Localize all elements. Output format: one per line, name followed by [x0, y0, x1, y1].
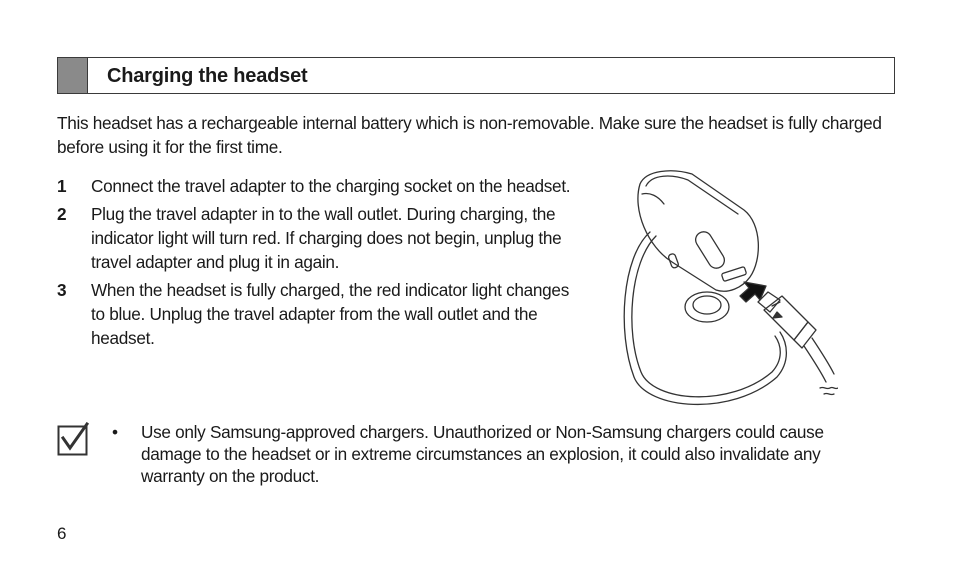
section-header-tab	[58, 58, 88, 93]
note-bullet: •	[112, 422, 118, 442]
step-number: 2	[57, 204, 67, 224]
step-item: 3 When the headset is fully charged, the…	[57, 278, 577, 350]
step-item: 2 Plug the travel adapter in to the wall…	[57, 202, 577, 274]
headset-button	[694, 231, 726, 269]
intro-paragraph: This headset has a rechargeable internal…	[57, 113, 882, 157]
headset-charging-illustration	[623, 170, 838, 406]
headset-body	[637, 170, 760, 292]
section-header: Charging the headset	[57, 57, 895, 94]
checkbox-note-icon	[57, 422, 89, 456]
step-text: When the headset is fully charged, the r…	[91, 280, 569, 348]
charging-socket	[721, 266, 747, 282]
page-number: 6	[57, 524, 67, 543]
earbud	[684, 291, 730, 323]
step-item: 1 Connect the travel adapter to the char…	[57, 174, 577, 198]
step-text: Plug the travel adapter in to the wall o…	[91, 204, 562, 272]
insert-arrow	[739, 281, 767, 303]
step-number: 3	[57, 280, 67, 300]
section-title: Charging the headset	[107, 65, 308, 87]
ear-hook	[623, 231, 788, 406]
note-text: Use only Samsung-approved chargers. Unau…	[141, 422, 824, 486]
step-text: Connect the travel adapter to the chargi…	[91, 176, 571, 196]
steps-list: 1 Connect the travel adapter to the char…	[57, 174, 577, 354]
step-number: 1	[57, 176, 67, 196]
charger-cable	[803, 345, 827, 383]
note-item: • Use only Samsung-approved chargers. Un…	[108, 421, 888, 487]
